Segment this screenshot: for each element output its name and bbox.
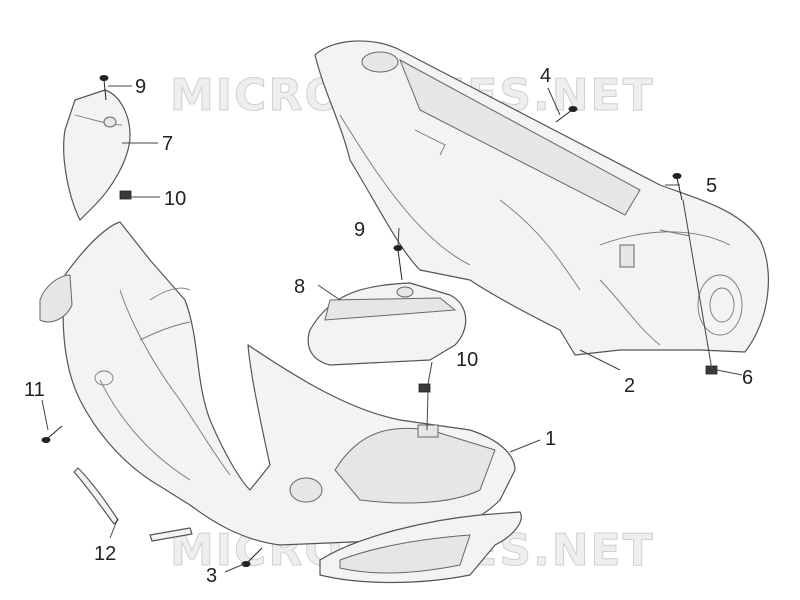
screw-part-5 [672, 173, 683, 201]
screw-part-9-mid [393, 245, 403, 281]
clip-part-10-lower [418, 383, 431, 393]
screw-part-4 [555, 106, 578, 123]
callout-10-lower: 10 [456, 349, 478, 371]
side-cover-part-7 [63, 89, 131, 221]
trim-strip-part-12 [73, 467, 193, 542]
callout-9-mid: 9 [354, 219, 365, 241]
leader-lines [41, 85, 743, 573]
callout-8: 8 [294, 276, 305, 298]
callout-6: 6 [742, 367, 753, 389]
clip-part-10-upper [119, 190, 132, 200]
callout-12: 12 [94, 543, 116, 565]
callout-1: 1 [545, 428, 556, 450]
screw-part-11 [41, 425, 63, 443]
lower-lip-trim [319, 511, 522, 584]
callout-4: 4 [540, 65, 551, 87]
callout-10-upper: 10 [164, 188, 186, 210]
screw-part-3 [241, 547, 263, 567]
callout-2: 2 [624, 375, 635, 397]
callout-labels: 9 7 10 9 8 10 4 5 6 2 1 11 12 3 [24, 65, 753, 587]
cover-panel-part-8 [307, 282, 467, 366]
callout-11: 11 [24, 379, 45, 401]
rear-handlebar-cover [314, 40, 769, 356]
screw-part-9-upper [99, 75, 109, 101]
callout-7: 7 [162, 133, 173, 155]
callout-3: 3 [206, 565, 217, 587]
callout-9-upper: 9 [135, 76, 146, 98]
callout-5: 5 [706, 175, 717, 197]
front-handlebar-cover [39, 221, 516, 546]
